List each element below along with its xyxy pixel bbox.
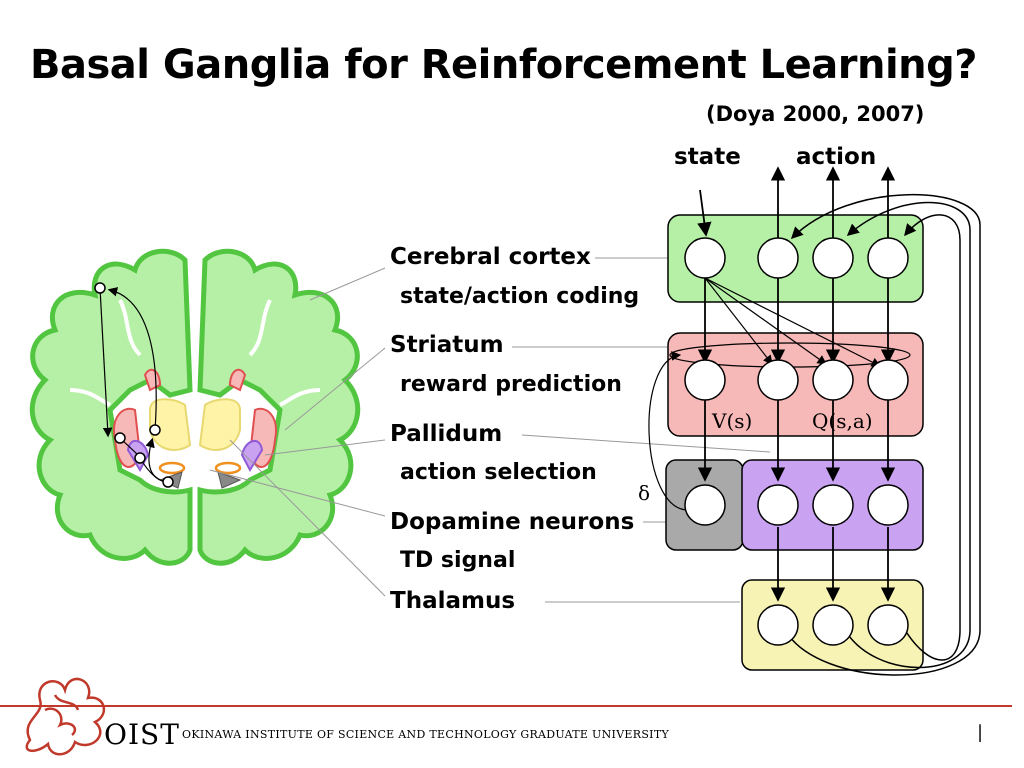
dopamine-node <box>684 484 726 526</box>
label-pallidum-sub: action selection <box>400 460 597 485</box>
pallidum-node-3 <box>867 484 909 526</box>
delta-label: δ <box>638 481 650 505</box>
thalamus-right <box>198 398 241 451</box>
label-cortex: Cerebral cortex <box>390 244 591 270</box>
institution-name: OKINAWA INSTITUTE OF SCIENCE AND TECHNOL… <box>182 728 670 741</box>
oist-wordmark: OIST <box>104 718 180 751</box>
oist-logo-icon <box>25 677 106 756</box>
label-striatum: Striatum <box>390 332 504 358</box>
right-hemisphere <box>197 248 361 566</box>
brain-illustration <box>29 248 361 566</box>
action-label: action <box>796 144 877 170</box>
q-label: Q(s,a) <box>812 409 873 433</box>
pallidum-right <box>240 440 264 473</box>
value-label: V(s) <box>711 409 752 433</box>
slide-title: Basal Ganglia for Reinforcement Learning… <box>30 42 977 88</box>
citation: (Doya 2000, 2007) <box>706 102 925 126</box>
thalamus-left <box>149 398 192 451</box>
thalamus-node-1 <box>757 604 799 646</box>
label-cortex-sub: state/action coding <box>400 284 640 309</box>
striatum-node-q1 <box>757 359 799 401</box>
cortex-node-a1 <box>757 237 799 279</box>
label-dopamine: Dopamine neurons <box>390 509 635 535</box>
label-dopamine-sub: TD signal <box>400 548 516 573</box>
striatum-node-q3 <box>867 359 909 401</box>
network-diagram: V(s) Q(s,a) δ <box>638 166 981 676</box>
pallidum-node-1 <box>757 484 799 526</box>
cortex-node-a2 <box>812 237 854 279</box>
state-label: state <box>674 144 741 170</box>
label-striatum-sub: reward prediction <box>400 372 622 397</box>
footer-graphics <box>0 677 1012 756</box>
striatum-node-q2 <box>812 359 854 401</box>
page-number: | <box>977 722 984 743</box>
dopamine-right <box>217 471 242 489</box>
label-thalamus: Thalamus <box>390 588 516 614</box>
cortex-node-a3 <box>867 237 909 279</box>
left-hemisphere <box>29 248 193 566</box>
pallidum-node-2 <box>812 484 854 526</box>
thalamus-node-2 <box>812 604 854 646</box>
thalamus-node-3 <box>867 604 909 646</box>
striatum-node-v <box>684 359 726 401</box>
cortex-node-state <box>684 237 726 279</box>
label-pallidum: Pallidum <box>390 421 503 447</box>
